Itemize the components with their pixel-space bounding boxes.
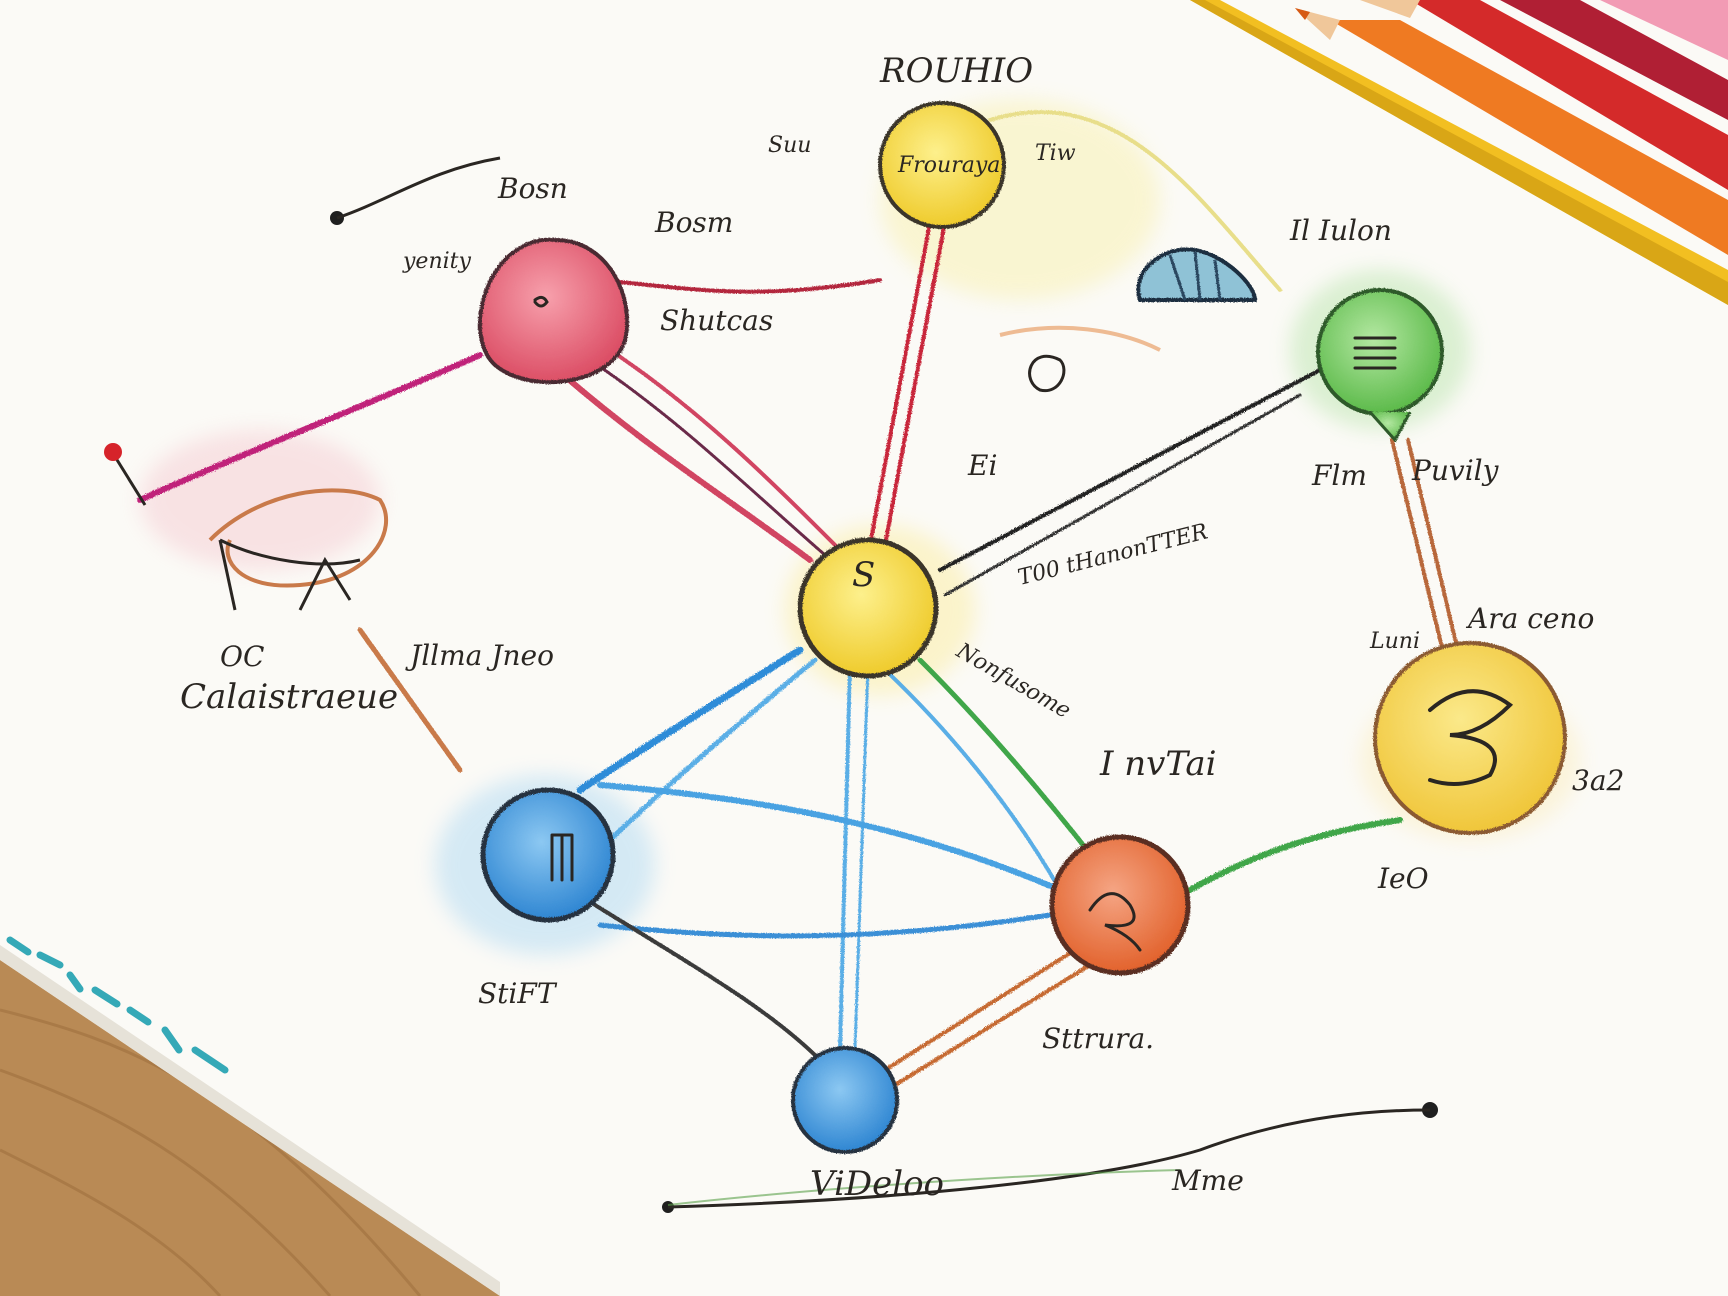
pins-and-doodles: [104, 156, 1438, 1213]
orange-node-scribble: [1088, 892, 1142, 952]
right-caption-b: Luni: [1369, 629, 1420, 654]
edge-green-center-b: [943, 393, 1302, 597]
edge-center-bluebottom-a: [838, 663, 852, 1052]
node-orange: [1049, 834, 1191, 976]
green-caption-right: Puvily: [1411, 454, 1500, 487]
edge-pink-left: [137, 352, 483, 503]
left-node-b-label: yenity: [402, 249, 471, 274]
top-right-of-yellow-caption: Tiw: [1035, 141, 1076, 166]
node-blue-left: [480, 787, 616, 923]
edge-green-yellowright-b: [1406, 438, 1462, 662]
diagram-edges: [137, 110, 1462, 1087]
edge-center-blueleft-a: [576, 646, 804, 794]
edge-blueleft-orange-a: [597, 782, 1063, 893]
mid-doodle: [1028, 354, 1066, 393]
top-yellow-inner-label: Frouraya: [897, 153, 1000, 178]
green-caption-left: Flm: [1311, 459, 1367, 492]
green-node-lines-icon: [1353, 336, 1397, 370]
edge-center-orange-green: [917, 657, 1098, 863]
edge-blueleft-bluebottom: [593, 903, 822, 1062]
edge-orange-yellowright: [1187, 817, 1403, 893]
yellow-right-side-caption: 3a2: [1572, 764, 1624, 797]
red-pin-head: [104, 443, 122, 461]
edge-pink-center-c: [608, 348, 842, 552]
orange-right-caption: I nvTai: [1099, 744, 1217, 784]
center-yellow-inner-label: S: [852, 555, 875, 595]
red-pencil: [1360, 0, 1728, 190]
diagram-labels: ROUHIO Frouraya S Bosn Bosm yenity Shutc…: [180, 51, 1624, 1204]
yellow-right-scribble: [1428, 689, 1514, 786]
edge-center-bluebottom-b: [853, 663, 870, 1052]
left-node-a-label: Bosm: [654, 206, 733, 239]
node-navy-triangle: [1136, 247, 1258, 302]
pink-caption: Shutcas: [660, 304, 773, 337]
pink-pencil: [1600, 0, 1728, 60]
left-doodle: [208, 488, 388, 611]
top-left-squiggle: [336, 156, 501, 220]
edge-blueleft-orange-b: [597, 912, 1053, 939]
node-glyphs: [533, 295, 1514, 952]
mid-yellow-caption: Ei: [967, 449, 997, 482]
edge-pink-center-b: [588, 358, 827, 557]
blue-left-caption: StiFT: [478, 977, 558, 1010]
edge-green-yellowright-a: [1390, 438, 1447, 662]
edge-green-center-a: [938, 368, 1322, 572]
right-caption-a: Ara ceno: [1465, 602, 1594, 635]
colored-pencils: [1190, 0, 1728, 305]
teal-book-edge-marks: [6, 936, 229, 1074]
bottom-green-line: [667, 1169, 1181, 1206]
top-right-caption: Il Iulon: [1289, 214, 1392, 247]
edge-pink-center-a: [557, 369, 813, 563]
edge-center-orange-blue: [878, 663, 1062, 892]
edge-yellow-faint-loop: [988, 110, 1282, 292]
pink-node-scribble: [533, 295, 549, 308]
diagram-title: ROUHIO: [879, 51, 1033, 91]
node-center-yellow: [797, 537, 939, 679]
edge-orange-bluebottom-b: [893, 963, 1092, 1087]
bottom-right-caption: Mme: [1171, 1164, 1244, 1197]
node-pink: [478, 237, 630, 385]
edge-topyellow-center-a: [868, 220, 932, 547]
top-left-mark-label: Bosn: [497, 172, 568, 205]
orange-pencil: [1295, 8, 1728, 255]
yellow-right-bottom-caption: IeO: [1377, 862, 1429, 895]
bottom-caption: ViDeloo: [810, 1164, 944, 1204]
edge-center-blueleft-b: [587, 657, 818, 863]
edge-pink-topyellow: [618, 278, 882, 294]
orange-wisp: [999, 325, 1161, 352]
far-left-caption: Calaistraeue: [180, 677, 398, 717]
mid-left-caption: Jllma Jneo: [405, 639, 554, 672]
crimson-pencil: [1500, 0, 1728, 120]
lower-left-caption: OC: [220, 640, 264, 673]
top-left-of-yellow-caption: Suu: [768, 133, 811, 158]
node-top-yellow: [878, 101, 1006, 229]
edge-topyellow-center-b: [883, 220, 947, 547]
paper-edge: [0, 945, 500, 1296]
yellow-pencil: [1190, 0, 1728, 305]
node-green: [1316, 288, 1444, 443]
bottom-squiggle: [667, 1108, 1431, 1209]
node-blue-bottom: [791, 1046, 899, 1154]
orange-bottom-caption: Sttrura.: [1042, 1022, 1154, 1055]
edge-orange-bluebottom-a: [883, 948, 1077, 1072]
edge-orange-left-cross: [357, 627, 463, 773]
blue-node-bars-icon: [550, 833, 574, 882]
red-pin-needle: [112, 454, 147, 506]
